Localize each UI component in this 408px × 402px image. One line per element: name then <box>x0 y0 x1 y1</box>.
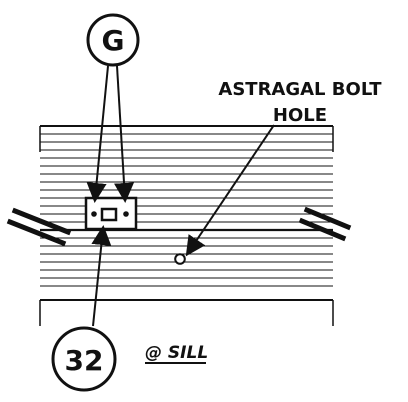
astragal-callout: ASTRAGAL BOLT HOLE <box>174 79 382 265</box>
bolt-hole-icon <box>174 253 186 265</box>
hardware-plate <box>84 196 138 231</box>
tag-bubble-g: G <box>86 13 140 67</box>
astragal-leader <box>185 124 275 257</box>
sill-hatch-group <box>39 125 334 326</box>
tag-g-text: G <box>102 24 125 57</box>
tag-bubble-32: 32 <box>51 326 117 392</box>
view-label: @ SILL <box>145 343 208 363</box>
astragal-line2: HOLE <box>273 105 327 126</box>
g-leaders <box>86 65 135 203</box>
break-mark-left <box>6 207 72 247</box>
view-label-group: @ SILL <box>145 343 208 364</box>
right-fastener-icon <box>123 211 129 217</box>
plate-center-slot <box>100 207 118 222</box>
circle-tag-icon <box>86 13 140 67</box>
circle-tag-icon <box>51 326 117 392</box>
g-leader-right <box>114 65 135 203</box>
break-mark-right <box>298 206 352 242</box>
astragal-line1: ASTRAGAL BOLT <box>218 79 382 100</box>
tag-32-text: 32 <box>65 344 104 377</box>
left-fastener-icon <box>91 211 97 217</box>
hatch-lines <box>40 133 333 287</box>
double-slash-icon <box>298 206 352 242</box>
tag-32-leader <box>91 225 112 327</box>
g-leader-left <box>86 65 109 203</box>
double-slash-icon <box>6 207 72 247</box>
